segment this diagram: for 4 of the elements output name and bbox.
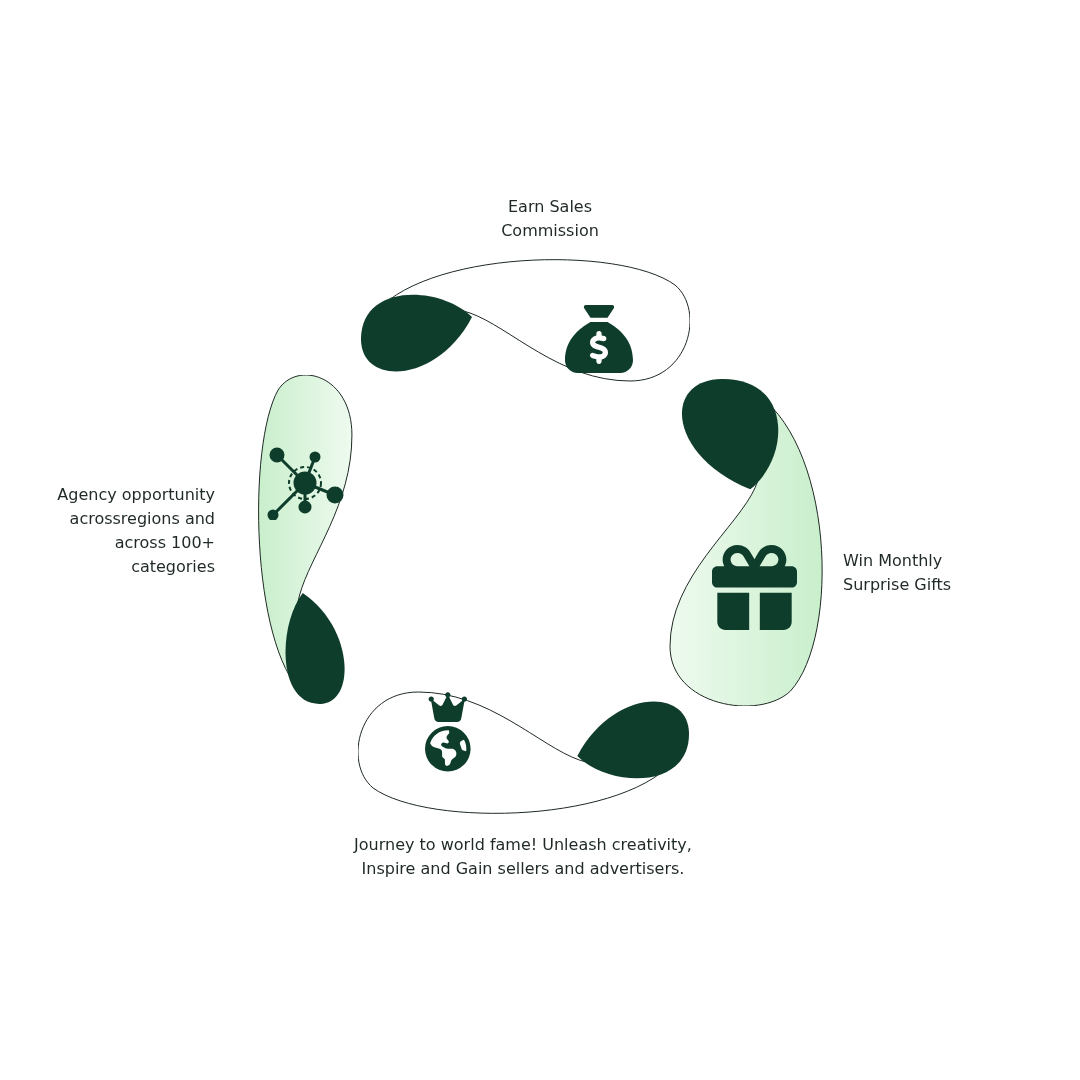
petal-label: Agency opportunity acrossregions and across 100+ categories xyxy=(56,484,215,578)
petal-label: Earn Sales Commission xyxy=(500,196,600,242)
petal-label: Win Monthly Surprise Gifts xyxy=(843,550,953,596)
petal-label: Journey to world fame! Unleash creativity, Inspire and Gain sellers and advertisers. xyxy=(352,834,693,880)
